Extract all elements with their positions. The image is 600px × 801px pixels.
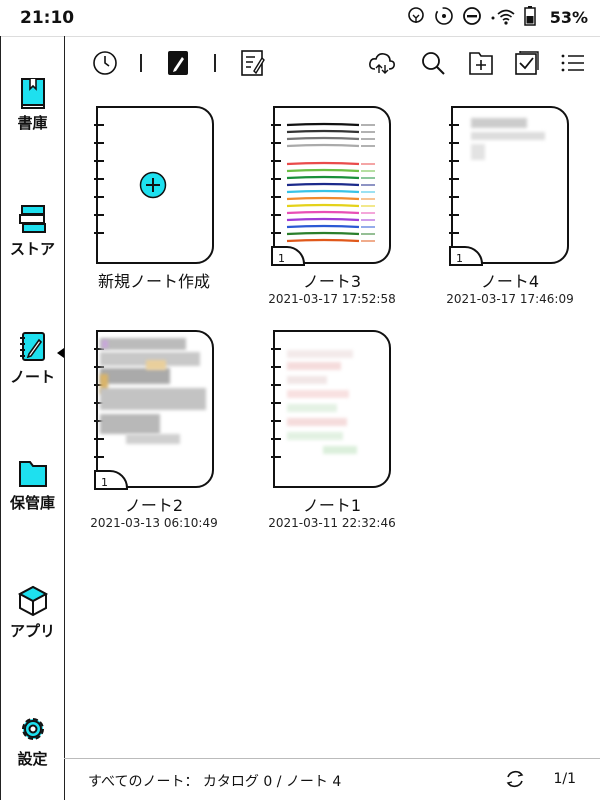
toolbar-divider <box>140 54 142 72</box>
sidebar-item-label: ノート <box>9 368 55 386</box>
note-list-icon[interactable] <box>240 50 266 76</box>
new-note-card[interactable] <box>94 106 214 264</box>
notes-summary: すべてのノート： カタログ 0 / ノート 4 <box>88 774 342 790</box>
battery-icon <box>524 6 536 26</box>
note-title: ノート3 <box>302 272 362 291</box>
note-date: 2021-03-17 17:52:58 <box>268 292 396 306</box>
sidebar-item-label: 保管庫 <box>9 494 55 512</box>
cloud-sync-icon[interactable] <box>368 50 396 76</box>
sidebar-item-library[interactable]: 書庫 <box>1 76 64 133</box>
sync-status-icon <box>435 7 453 25</box>
sidebar-item-label: ストア <box>9 240 55 258</box>
new-folder-icon[interactable] <box>468 50 494 76</box>
sidebar: 書庫 ストア ノート 保管庫 アプリ 設定 <box>0 36 65 800</box>
folder-icon <box>18 461 47 487</box>
refresh-icon[interactable] <box>504 768 526 790</box>
toolbar <box>64 36 600 92</box>
sidebar-item-label: 書庫 <box>17 114 48 132</box>
clock-time: 21:10 <box>20 8 75 28</box>
store-books-icon <box>18 205 46 233</box>
multi-select-icon[interactable] <box>514 50 540 76</box>
selected-indicator <box>57 348 64 358</box>
note-title: ノート4 <box>480 272 540 291</box>
note-date: 2021-03-11 22:32:46 <box>268 516 396 530</box>
note-card[interactable]: 1 <box>449 106 569 266</box>
battery-percent: 53% <box>549 8 588 27</box>
sidebar-item-storage[interactable]: 保管庫 <box>1 456 64 513</box>
note-title: ノート2 <box>124 496 184 515</box>
search-icon[interactable] <box>420 50 446 76</box>
page-indicator: 1/1 <box>553 771 576 787</box>
sidebar-item-settings[interactable]: 設定 <box>1 712 64 769</box>
note-date: 2021-03-13 06:10:49 <box>90 516 218 530</box>
do-not-disturb-icon <box>463 7 481 25</box>
sidebar-item-label: 設定 <box>17 750 48 768</box>
note-title: ノート1 <box>302 496 362 515</box>
note-thumbnail <box>286 122 375 243</box>
add-icon[interactable] <box>139 171 167 199</box>
gear-icon <box>21 718 44 740</box>
note-card[interactable]: 1 <box>271 106 391 266</box>
toolbar-divider <box>214 54 216 72</box>
sidebar-item-label: アプリ <box>9 622 55 640</box>
wifi-icon <box>491 9 515 25</box>
note-card[interactable]: 1 <box>94 330 214 490</box>
bulb-icon <box>408 7 424 23</box>
list-view-icon[interactable] <box>560 50 586 76</box>
status-bar: 21:10 53% <box>0 0 600 37</box>
notebook-icon[interactable] <box>166 50 190 76</box>
note-pen-icon <box>19 332 45 361</box>
cube-icon <box>17 585 48 617</box>
note-title: 新規ノート作成 <box>97 272 210 291</box>
footer-bar: すべてのノート： カタログ 0 / ノート 4 1/1 <box>64 758 600 801</box>
sidebar-item-apps[interactable]: アプリ <box>1 584 64 641</box>
note-date: 2021-03-17 17:46:09 <box>446 292 574 306</box>
sidebar-item-notes[interactable]: ノート <box>1 330 64 387</box>
sidebar-item-store[interactable]: ストア <box>1 202 64 259</box>
note-card[interactable] <box>271 330 391 488</box>
library-book-icon <box>20 78 45 109</box>
clock-icon[interactable] <box>92 50 118 76</box>
